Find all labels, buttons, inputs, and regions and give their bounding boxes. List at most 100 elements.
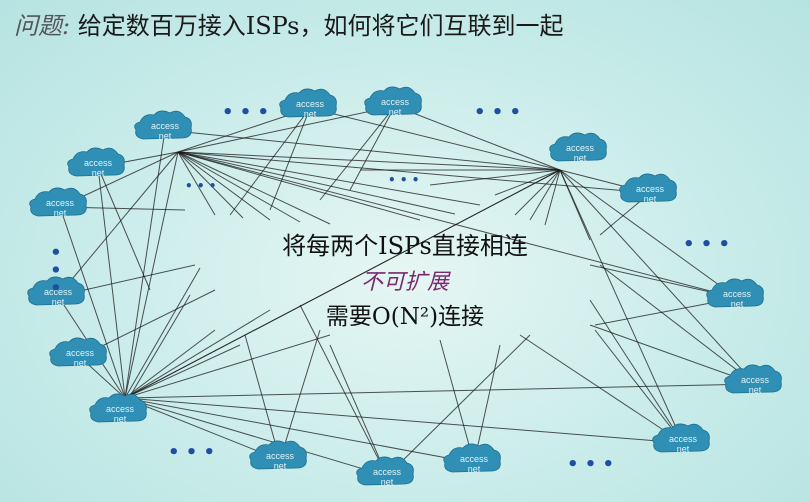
access-net-label-line2: net (381, 477, 394, 487)
connection-line (177, 151, 331, 225)
ellipsis-dots-left: • • • (44, 246, 65, 293)
access-net-label-line1: access (723, 289, 752, 299)
connection-line (439, 339, 475, 464)
access-net-cloud-icon (67, 147, 125, 177)
connection-line (279, 329, 321, 461)
connection-line (559, 169, 684, 444)
connection-line (124, 129, 166, 399)
access-net-cloud-icon (364, 86, 422, 116)
connection-line (119, 294, 191, 414)
connection-line (349, 105, 396, 191)
title-text: 给定数百万接入ISPs，如何将它们互联到一起 (77, 12, 564, 40)
access-net-label-line1: access (381, 97, 410, 107)
ellipsis-dots-center-left: • • • (185, 179, 216, 193)
connection-line (514, 169, 561, 216)
connection-line (269, 107, 311, 211)
connection-line (124, 267, 201, 399)
connection-line (244, 334, 281, 461)
access-net-cloud-icon (27, 276, 85, 306)
line-connect-each-pair: 将每两个ISPs直接相连 (282, 232, 528, 260)
access-net-label-line1: access (151, 121, 180, 131)
access-net-nodes: accessnetaccessnetaccessnetaccessnetacce… (27, 86, 782, 487)
access-net-label-line2: net (54, 208, 67, 218)
access-net-label-line2: net (92, 168, 105, 178)
access-net-label-line1: access (44, 287, 73, 297)
connection-line (559, 169, 756, 385)
ellipsis-dots: • • • • • • • • • • • • • • • • • • • • … (44, 102, 730, 475)
access-net-cloud-icon (443, 443, 501, 473)
access-net-label-line2: net (677, 444, 690, 454)
ellipsis-dots-bottom-left: • • • (168, 442, 215, 463)
line-n-squared: 需要O(N²)连接 (325, 304, 485, 330)
connection-line (124, 397, 475, 464)
access-net-label-line1: access (296, 99, 325, 109)
access-net-label-line1: access (460, 454, 489, 464)
connection-line (599, 264, 756, 385)
connection-line (177, 151, 481, 206)
access-net-cloud-icon (724, 364, 782, 394)
access-net-label-line1: access (566, 143, 595, 153)
connection-line (124, 397, 281, 461)
access-net-label-line1: access (46, 198, 75, 208)
access-net-cloud-icon (356, 456, 414, 486)
access-net-label-line1: access (266, 451, 295, 461)
access-net-label-line2: net (74, 358, 87, 368)
access-net-cloud-icon (652, 423, 710, 453)
connection-line (229, 107, 311, 216)
connection-line (164, 129, 561, 171)
connection-line (124, 344, 241, 399)
connection-line (473, 344, 501, 464)
access-net-cloud-icon (29, 187, 87, 217)
access-net-label-line2: net (389, 107, 402, 117)
connection-line (494, 169, 561, 196)
connection-line (177, 151, 421, 221)
connection-line (299, 304, 388, 477)
access-net-label-line1: access (84, 158, 113, 168)
connection-line (124, 329, 216, 399)
title-prefix: 问题: (14, 12, 71, 40)
access-net-cloud-icon (619, 173, 677, 203)
connection-line (319, 105, 396, 201)
ellipsis-dots-bottom-right: • • • (567, 454, 614, 475)
access-net-label-line2: net (574, 153, 587, 163)
connection-line (124, 309, 271, 399)
connection-line (559, 169, 591, 241)
access-net-cloud-icon (549, 132, 607, 162)
access-net-label-line2: net (114, 414, 127, 424)
connection-line (59, 206, 126, 399)
access-net-label-line2: net (749, 385, 762, 395)
connection-line (177, 151, 651, 194)
connection-line (529, 169, 561, 221)
connection-line (589, 324, 756, 385)
connection-line (124, 169, 561, 399)
connection-line (177, 105, 396, 153)
connection-line (589, 299, 684, 444)
access-net-label-line2: net (468, 464, 481, 474)
access-net-label-line1: access (741, 375, 770, 385)
connection-line (124, 334, 331, 399)
connection-line (544, 169, 561, 226)
access-net-label-line2: net (731, 299, 744, 309)
connection-line (177, 151, 738, 299)
connection-line (177, 151, 216, 216)
connection-line (429, 169, 561, 186)
connection-line (177, 151, 271, 221)
connection-line (559, 169, 738, 299)
connection-line (177, 151, 561, 171)
connection-line (394, 105, 561, 171)
access-net-label-line2: net (274, 461, 287, 471)
connection-line (329, 344, 388, 477)
